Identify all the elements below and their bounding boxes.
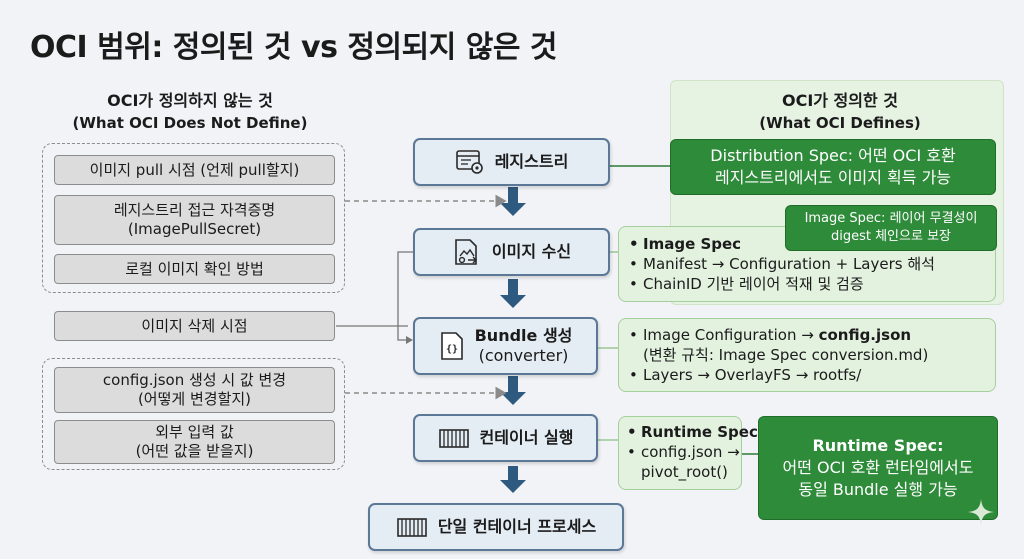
detail-item: Runtime Spec (627, 422, 758, 442)
solid-connector (397, 251, 413, 326)
flow-step-registry: 레지스트리 (413, 138, 610, 186)
detail-item: Image Configuration → config.json (629, 325, 985, 345)
undefined-item-config-change: config.json 생성 시 값 변경 (어떻게 변경할지) (54, 367, 335, 413)
detail-item: Layers → OverlayFS → rootfs/ (629, 365, 985, 385)
flow-step-image-receive: 이미지 수신 (413, 228, 610, 276)
image-spec-box: Image Spec: 레이어 무결성이 digest 체인으로 보장 (785, 205, 997, 251)
flow-arrow (500, 279, 526, 308)
svg-text:{}: {} (446, 344, 458, 355)
undefined-group-config (42, 358, 345, 470)
container-icon (438, 429, 469, 448)
undefined-heading-title: OCI가 정의하지 않는 것 (107, 91, 273, 110)
flow-step-label: 이미지 수신 (491, 242, 572, 261)
flow-arrow (500, 376, 526, 405)
detail-item: pivot_root() (641, 463, 728, 481)
bundle-details: Image Configuration → config.json (변환 규칙… (618, 318, 996, 392)
detail-item: ChainID 기반 레이어 적재 및 검증 (629, 274, 985, 294)
defined-heading-subtitle: (What OCI Defines) (759, 114, 921, 132)
detail-item: Image Spec (629, 234, 985, 254)
runtime-spec-details: Runtime Spec config.json → pivot_root() (618, 416, 758, 490)
runtime-spec-box: Runtime Spec: 어떤 OCI 호환 런타임에서도 동일 Bundle… (758, 416, 998, 520)
solid-connector (397, 326, 406, 341)
sparkle-icon (968, 499, 994, 525)
detail-item: config.json → (627, 442, 740, 462)
page-title: OCI 범위: 정의된 것 vs 정의되지 않은 것 (30, 30, 558, 65)
flow-step-bundle-create: {} Bundle 생성 (converter) (413, 317, 598, 375)
undefined-item-credentials: 레지스트리 접근 자격증명 (ImagePullSecret) (54, 195, 335, 245)
detail-item: (변환 규칙: Image Spec conversion.md) (643, 346, 929, 364)
distribution-spec-box: Distribution Spec: 어떤 OCI 호환 레지스트리에서도 이미… (670, 139, 996, 195)
container-icon (397, 518, 427, 537)
flow-step-container-run: 컨테이너 실행 (413, 414, 598, 462)
undefined-group-access (42, 143, 345, 293)
registry-settings-icon (455, 150, 483, 174)
flow-step-single-process: 단일 컨테이너 프로세스 (368, 503, 624, 551)
flow-step-label: 단일 컨테이너 프로세스 (437, 517, 597, 536)
code-file-icon: {} (440, 332, 463, 360)
detail-item: Manifest → Configuration + Layers 해석 (629, 254, 985, 274)
flow-arrow (500, 187, 526, 216)
undefined-heading-subtitle: (What OCI Does Not Define) (72, 114, 308, 132)
image-download-icon (455, 239, 477, 265)
flow-step-label: Bundle 생성 (474, 326, 573, 345)
flow-arrow (500, 466, 526, 493)
undefined-item-local-check: 로컬 이미지 확인 방법 (54, 254, 335, 284)
defined-heading: OCI가 정의한 것 (What OCI Defines) (690, 90, 990, 134)
flow-step-label: 레지스트리 (494, 152, 569, 171)
defined-heading-title: OCI가 정의한 것 (781, 91, 899, 110)
flow-step-label: 컨테이너 실행 (479, 428, 574, 447)
undefined-item-delete-timing: 이미지 삭제 시점 (54, 311, 335, 341)
undefined-item-pull-timing: 이미지 pull 시점 (언제 pull할지) (54, 155, 335, 185)
undefined-item-external-input: 외부 입력 값 (어떤 값을 받을지) (54, 420, 335, 464)
undefined-heading: OCI가 정의하지 않는 것 (What OCI Does Not Define… (40, 90, 340, 134)
flow-step-sublabel: (converter) (478, 346, 569, 365)
